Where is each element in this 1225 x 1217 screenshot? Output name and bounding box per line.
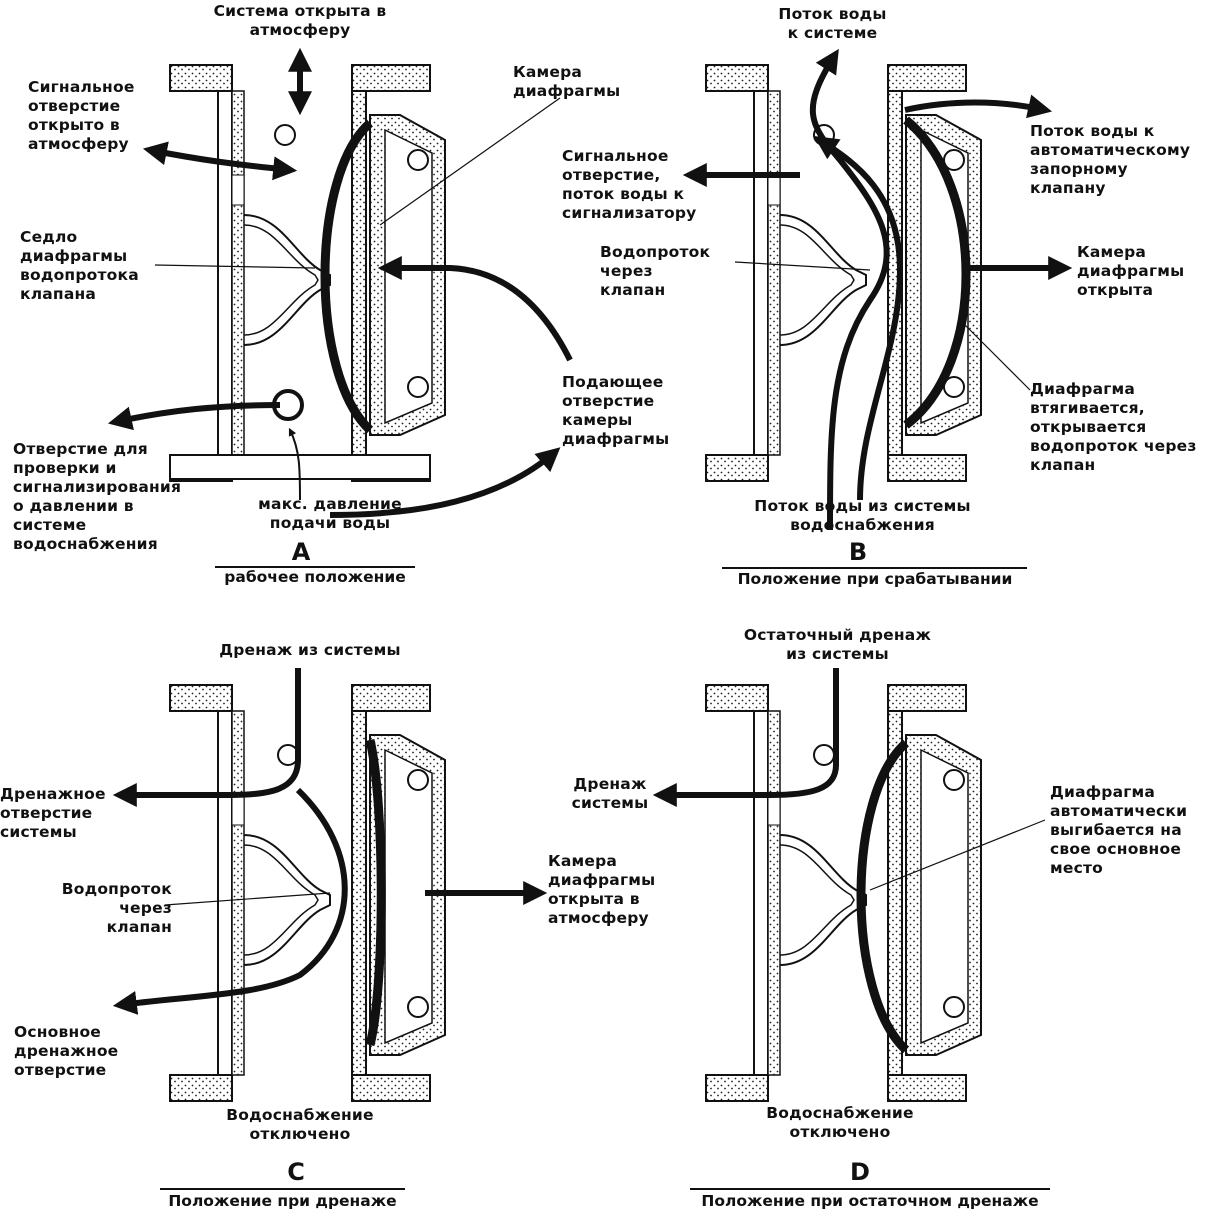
panel-d-caption: Положение при остаточном дренаже [701,1192,1039,1210]
label-flow-to-valve: Поток воды к автоматическому запорному к… [1030,122,1191,197]
label-supply-off-d: Водоснабжение отключено [766,1104,914,1141]
label-test-port: Отверстие для проверки и сигнализировани… [13,440,182,553]
panel-a-letter: A [291,538,311,566]
label-max-pressure: макс. давление подачи воды [258,495,402,532]
label-seat: Седло диафрагмы водопротока клапана [20,228,139,303]
panel-b [705,64,982,482]
panel-b-caption: Положение при срабатывании [737,570,1013,588]
label-flow-through-b: Водопроток через клапан [600,243,711,299]
label-signal-port-b: Сигнальное отверстие, поток воды к сигна… [562,147,697,222]
label-system-open: Система открыта в атмосферу [213,2,387,39]
label-residual-drain: Остаточный дренаж из системы [743,626,932,663]
panel-c-letter: C [287,1158,305,1186]
label-flow-to-system: Поток воды к системе [778,5,887,42]
panel-c-rule [160,1188,405,1190]
panel-a-rule [215,566,415,568]
label-system-drain: Дренаж системы [571,775,649,812]
label-main-drain: Основное дренажное отверстие [14,1023,119,1079]
panel-b-rule [722,567,1027,569]
label-drain-port: Дренажное отверстие системы [0,785,106,841]
label-diaphragm-retracts: Диафрагма втягивается, открывается водоп… [1030,380,1197,474]
panel-b-letter: B [848,538,868,566]
label-chamber-open-atm: Камера диафрагмы открыта в атмосферу [548,852,656,927]
label-flow-through-c: Водопроток через клапан [61,880,172,936]
label-supply-port: Подающее отверстие камеры диафрагмы [562,373,670,448]
panel-d-rule [690,1188,1050,1190]
label-flow-from-supply: Поток воды из системы водоснабжения [754,497,971,534]
label-chamber-open: Камера диафрагмы открыта [1077,243,1185,299]
label-signal-port: Сигнальное отверстие открыто в атмосферу [28,78,135,153]
panel-d [705,684,982,1102]
label-chamber: Камера диафрагмы [513,63,621,100]
panel-a-caption: рабочее положение [224,568,406,586]
label-supply-off-c: Водоснабжение отключено [226,1106,374,1143]
panel-c [169,684,446,1102]
label-drain-from-system: Дренаж из системы [219,641,401,659]
panel-c-caption: Положение при дренаже [168,1192,397,1210]
panel-a [169,64,446,482]
label-diaphragm-returns: Диафрагма автоматически выгибается на св… [1050,783,1188,877]
panel-d-letter: D [850,1158,870,1186]
